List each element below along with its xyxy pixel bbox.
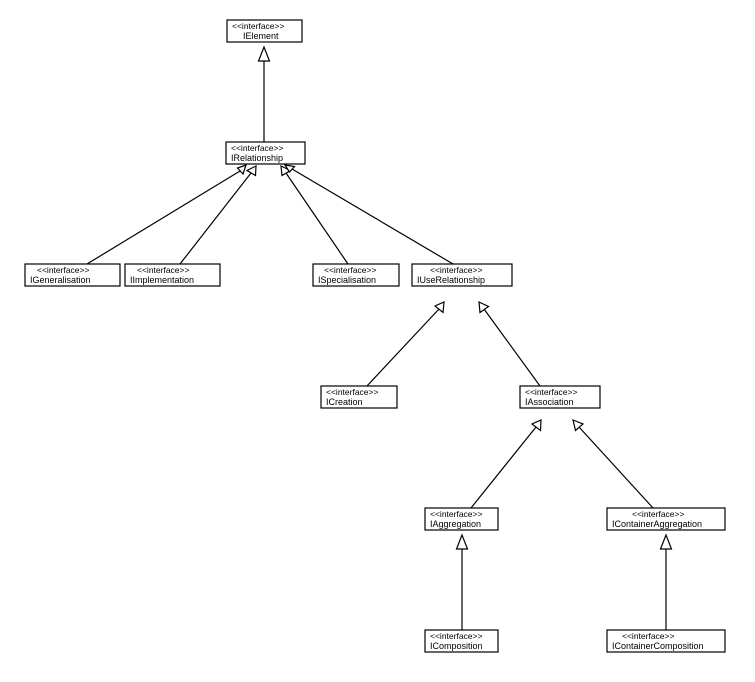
interface-name: IAggregation xyxy=(430,519,481,529)
stereotype-label: <<interface>> xyxy=(232,21,284,31)
arrowhead-iimplementation xyxy=(245,165,257,177)
node-box xyxy=(519,385,601,409)
node-box xyxy=(226,19,303,43)
interface-name: IRelationship xyxy=(231,153,283,163)
node-box xyxy=(424,629,499,653)
arrowhead-iassociation-to-iuserelationship xyxy=(478,301,490,314)
interface-name: IElement xyxy=(243,31,279,41)
arrowhead-icreation xyxy=(433,301,445,314)
node-box xyxy=(424,507,499,531)
edge-iuserelationship-irelationship xyxy=(291,168,454,265)
edge-icontaineraggregation-iassociation xyxy=(578,426,654,509)
interface-name: IImplementation xyxy=(130,275,194,285)
stereotype-label: <<interface>> xyxy=(37,265,89,275)
stereotype-label: <<interface>> xyxy=(231,143,283,153)
node-box xyxy=(606,507,726,531)
node-box xyxy=(411,263,513,287)
arrowhead-to-ielement xyxy=(257,45,271,62)
interface-name: IGeneralisation xyxy=(30,275,91,285)
edge-iimplementation-irelationship xyxy=(179,172,252,265)
arrowhead-iaggregation xyxy=(530,419,542,432)
edge-icreation-iuserelationship xyxy=(366,308,440,387)
interface-name: IUseRelationship xyxy=(417,275,485,285)
node-igeneralisation: <<interface>> IGeneralisation xyxy=(24,263,121,287)
arrowhead-ispecialisation xyxy=(280,165,292,177)
stereotype-label: <<interface>> xyxy=(632,509,684,519)
node-box xyxy=(320,385,398,409)
interface-name: IComposition xyxy=(430,641,483,651)
edge-iaggregation-iassociation xyxy=(470,426,537,509)
interface-name: IAssociation xyxy=(525,397,574,407)
node-icontaineraggregation: <<interface>> IContainerAggregation xyxy=(606,507,726,531)
edge-igeneralisation-irelationship xyxy=(86,170,241,265)
stereotype-label: <<interface>> xyxy=(137,265,189,275)
interface-name: ICreation xyxy=(326,397,363,407)
node-ispecialisation: <<interface>> ISpecialisation xyxy=(312,263,400,287)
node-box xyxy=(225,141,306,165)
stereotype-label: <<interface>> xyxy=(430,631,482,641)
edge-iassociation-iuserelationship xyxy=(483,308,541,387)
interface-name: IContainerAggregation xyxy=(612,519,702,529)
arrowheads xyxy=(236,45,673,550)
arrowhead-iuserelationship xyxy=(283,164,296,173)
stereotype-label: <<interface>> xyxy=(622,631,674,641)
stereotype-label: <<interface>> xyxy=(430,265,482,275)
stereotype-label: <<interface>> xyxy=(525,387,577,397)
node-iassociation: <<interface>> IAssociation xyxy=(519,385,601,409)
node-box xyxy=(24,263,121,287)
node-iuserelationship: <<interface>> IUseRelationship xyxy=(411,263,513,287)
node-icreation: <<interface>> ICreation xyxy=(320,385,398,409)
node-iaggregation: <<interface>> IAggregation xyxy=(424,507,499,531)
node-box xyxy=(124,263,221,287)
node-icomposition: <<interface>> IComposition xyxy=(424,629,499,653)
node-box xyxy=(312,263,400,287)
node-irelationship: <<interface>> IRelationship xyxy=(225,141,306,165)
node-icontainercomposition: <<interface>> IContainerComposition xyxy=(606,629,726,653)
stereotype-label: <<interface>> xyxy=(324,265,376,275)
arrowhead-icontaineraggregation xyxy=(572,419,585,432)
node-iimplementation: <<interface>> IImplementation xyxy=(124,263,221,287)
node-ielement: <<interface>> IElement xyxy=(226,19,303,43)
arrowhead-igeneralisation xyxy=(236,164,247,176)
interface-name: ISpecialisation xyxy=(318,275,376,285)
edge-ispecialisation-irelationship xyxy=(285,172,349,265)
arrowhead-icomposition xyxy=(455,533,469,550)
arrowhead-icontainercomposition xyxy=(659,533,673,550)
stereotype-label: <<interface>> xyxy=(430,509,482,519)
interface-name: IContainerComposition xyxy=(612,641,704,651)
stereotype-label: <<interface>> xyxy=(326,387,378,397)
edges xyxy=(86,61,667,630)
node-box xyxy=(606,629,726,653)
